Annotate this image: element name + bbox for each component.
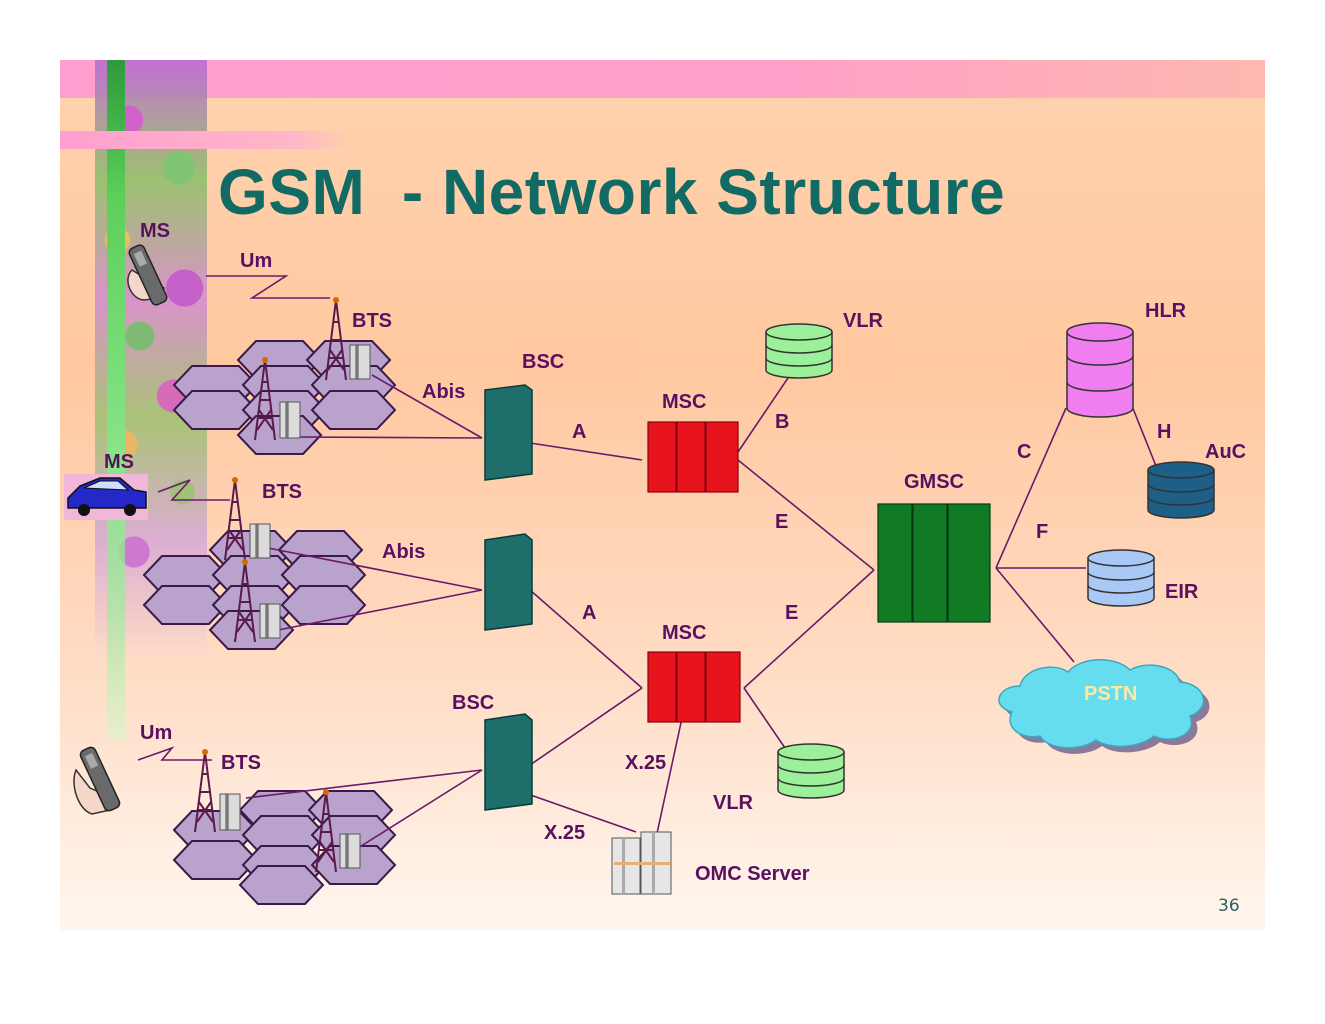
label-c: C xyxy=(1017,441,1032,463)
label-e-2: E xyxy=(785,602,799,624)
gmsc-equipment xyxy=(877,503,991,623)
label-pstn: PSTN xyxy=(1084,683,1138,705)
msc-equipment xyxy=(647,421,741,723)
label-auc: AuC xyxy=(1205,441,1247,463)
label-bsc-top: BSC xyxy=(522,351,565,373)
label-omc-server: OMC Server xyxy=(695,863,810,885)
server-icon xyxy=(611,831,672,895)
label-gmsc: GMSC xyxy=(904,471,964,493)
label-abis-2: Abis xyxy=(382,541,426,563)
label-um-bottom: Um xyxy=(140,722,173,744)
label-h: H xyxy=(1157,421,1172,443)
handset-icon xyxy=(127,244,168,306)
label-a-2: A xyxy=(582,602,597,624)
bsc-equipment xyxy=(484,384,533,811)
handset-icon xyxy=(73,746,121,815)
label-f: F xyxy=(1036,521,1049,543)
label-um-top: Um xyxy=(240,250,273,272)
label-vlr-bottom: VLR xyxy=(713,792,753,814)
server-icon xyxy=(219,344,371,869)
cell-cluster-middle xyxy=(142,530,367,650)
label-bsc-bottom: BSC xyxy=(452,692,495,714)
label-x25-1: X.25 xyxy=(625,752,667,774)
title-band xyxy=(60,131,350,149)
label-eir: EIR xyxy=(1165,581,1199,603)
label-b: B xyxy=(775,411,790,433)
decorative-green-bar xyxy=(107,60,125,740)
page-title: GSM - Network Structure xyxy=(218,156,1006,228)
label-a-1: A xyxy=(572,421,587,443)
label-ms-car: MS xyxy=(104,451,134,473)
label-msc-top: MSC xyxy=(662,391,707,413)
label-msc-bottom: MSC xyxy=(662,622,707,644)
page-number: 36 xyxy=(1218,896,1240,916)
label-abis-1: Abis xyxy=(422,381,466,403)
label-hlr: HLR xyxy=(1145,300,1187,322)
cell-cluster-top xyxy=(172,340,397,455)
label-bts-3: BTS xyxy=(221,752,261,774)
cloud-icon xyxy=(998,659,1210,754)
label-bts-2: BTS xyxy=(262,481,302,503)
top-band xyxy=(60,60,1265,98)
label-bts-1: BTS xyxy=(352,310,392,332)
label-vlr-top: VLR xyxy=(843,310,883,332)
label-ms-top: MS xyxy=(140,220,170,242)
car-icon xyxy=(64,474,148,520)
label-x25-2: X.25 xyxy=(544,822,586,844)
links xyxy=(137,275,1157,849)
slide-background xyxy=(60,60,1265,930)
tower-icon xyxy=(194,297,347,873)
label-e-1: E xyxy=(775,511,789,533)
database-icon xyxy=(765,322,1215,799)
